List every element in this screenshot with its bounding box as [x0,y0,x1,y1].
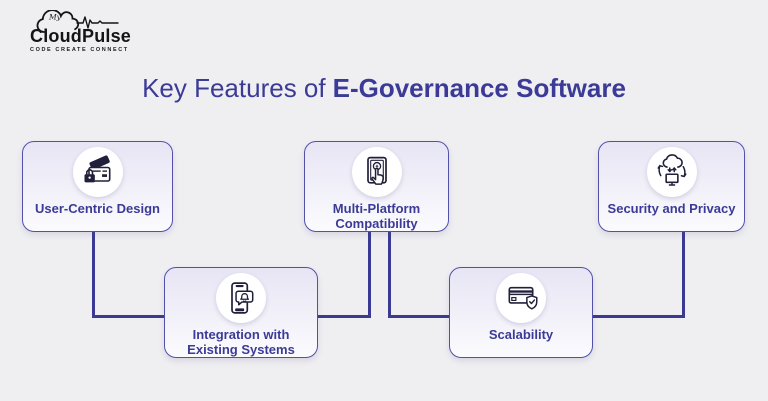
phone-notification-icon [223,280,259,316]
connector-line-card5-up [682,231,685,318]
card-shield-check-icon [503,280,539,316]
feature-card-security-and-privacy: Security and Privacy [598,141,745,232]
icon-circle [646,147,697,197]
icon-circle [496,273,546,323]
secure-id-card-icon [84,155,116,183]
cloud-sync-icon [654,154,690,190]
feature-card-user-centric-design: User-Centric Design [22,141,173,232]
feature-card-label: Scalability [488,327,554,342]
feature-card-label: Multi-Platform Compatibility [332,201,421,232]
feature-card-label: Integration with Existing Systems [187,327,295,358]
feature-card-label: User-Centric Design [35,201,160,216]
connector-line-card1-down [92,231,95,318]
icon-circle [351,147,402,197]
icon-circle [216,273,266,323]
feature-card-multi-platform-compatibility: Multi-Platform Compatibility [304,141,449,232]
title-emphasis: E-Governance Software [332,73,626,103]
connector-line-card3-up [368,231,371,318]
feature-card-integration-with-existing-systems: Integration with Existing Systems [164,267,318,358]
connector-line-card4-to-card5 [592,315,685,318]
title-prefix: Key Features of [142,73,326,103]
logo-tagline: CODE CREATE CONNECT [30,47,129,53]
connector-line-to-card4 [388,315,451,318]
feature-card-scalability: Scalability [449,267,593,358]
cloudpulse-logo: My CloudPulse CODE CREATE CONNECT [30,10,140,53]
svg-text:My: My [48,13,62,22]
feature-card-label: Security and Privacy [607,201,736,216]
connector-line-card2-to-card3 [316,315,371,318]
touch-screen-icon [359,154,395,190]
logo-brand-name: CloudPulse [30,26,132,46]
icon-circle [72,147,123,197]
cloud-pulse-logo-icon: My [36,10,119,33]
connector-line-card3-down [388,231,391,318]
connector-line-to-card2 [92,315,166,318]
